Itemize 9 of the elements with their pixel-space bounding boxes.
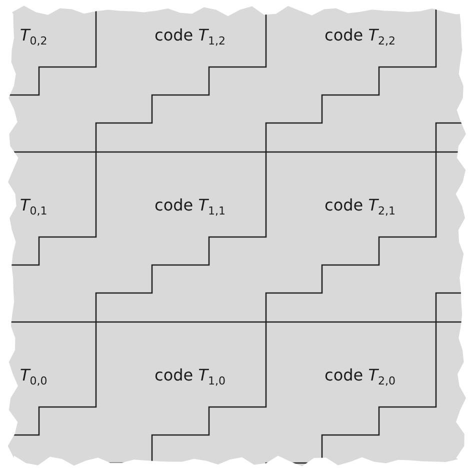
tile-label: code T$_{1,1}$ [154,198,226,216]
tile-label: T$_{0,1}$ [20,198,48,216]
tile-label: T$_{0,0}$ [20,368,48,386]
tile-label: T$_{0,2}$ [20,28,48,46]
tile-label: code T$_{2,1}$ [324,198,396,216]
tile-label: code T$_{2,0}$ [324,368,396,386]
tile-label: code T$_{1,0}$ [154,368,226,386]
tile-label: code T$_{1,2}$ [154,28,226,46]
tile-label: code T$_{2,2}$ [324,28,396,46]
